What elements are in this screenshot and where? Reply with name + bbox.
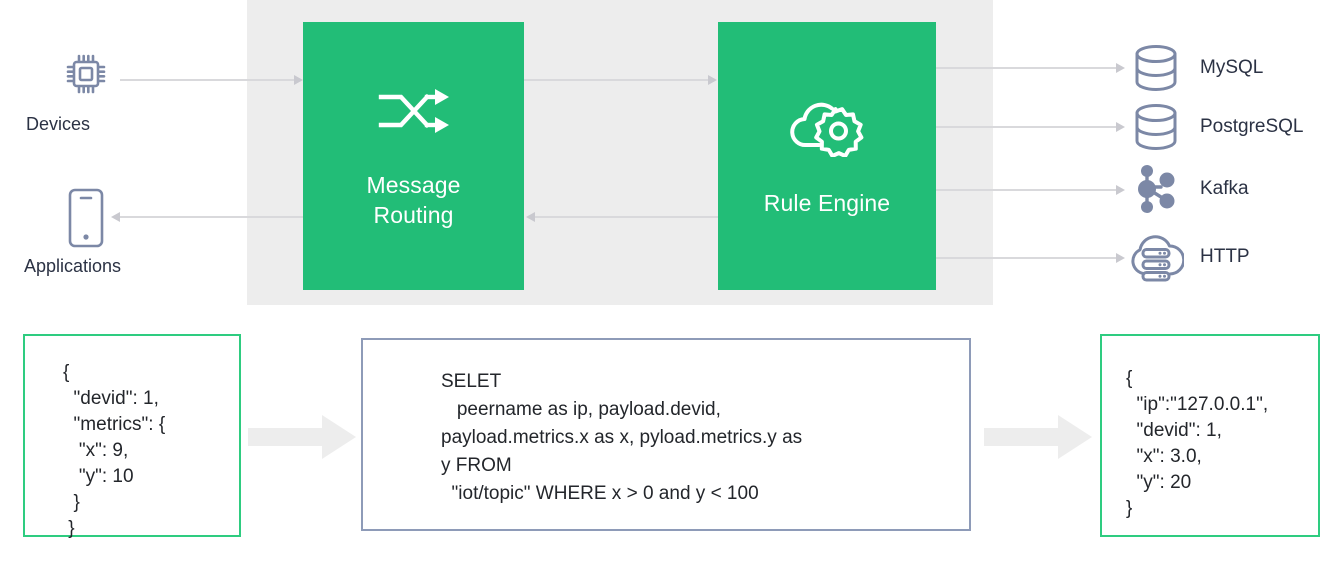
connector-rule-to-kafka xyxy=(936,189,1119,191)
flow-arrow-sql-to-output xyxy=(984,415,1092,464)
destination-label-postgresql: PostgreSQL xyxy=(1200,116,1304,137)
node-message-routing[interactable]: Message Routing xyxy=(303,22,524,290)
connector-routing-to-applications xyxy=(120,216,303,218)
destination-label-mysql: MySQL xyxy=(1200,57,1264,78)
source-label-devices: Devices xyxy=(26,114,91,134)
arrowhead-rule-to-kafka xyxy=(1116,185,1125,195)
node-label-message-routing: Message Routing xyxy=(366,170,460,230)
rule-sql-box[interactable]: SELET peername as ip, payload.devid, pay… xyxy=(361,338,971,531)
arrowhead-routing-to-rule xyxy=(708,75,717,85)
cloud-server-icon xyxy=(1126,229,1186,285)
arrowhead-rule-to-routing xyxy=(526,212,535,222)
rule-sql-code: SELET peername as ip, payload.devid, pay… xyxy=(441,371,803,504)
cpu-chip-icon xyxy=(60,48,112,105)
arrowhead-routing-to-applications xyxy=(111,212,120,222)
database-cylinder-icon xyxy=(1126,99,1186,155)
kafka-nodes-icon xyxy=(1126,161,1186,217)
connector-rule-to-postgresql xyxy=(936,126,1119,128)
input-payload-code: { "devid": 1, "metrics": { "x": 9, "y": … xyxy=(63,362,166,539)
destination-label-kafka: Kafka xyxy=(1200,178,1249,199)
cloud-gear-icon xyxy=(789,95,865,162)
node-label-line1: Message xyxy=(366,171,461,198)
input-payload-box[interactable]: { "devid": 1, "metrics": { "x": 9, "y": … xyxy=(23,334,241,539)
connector-rule-to-http xyxy=(936,257,1119,259)
source-label-applications: Applications xyxy=(24,256,122,276)
arrowhead-devices-to-routing xyxy=(294,75,303,85)
node-label-line2: Routing xyxy=(373,201,454,228)
mobile-phone-icon xyxy=(66,187,106,254)
destination-http[interactable]: HTTP xyxy=(1126,229,1250,285)
connector-rule-to-routing xyxy=(535,216,718,218)
arrowhead-rule-to-http xyxy=(1116,253,1125,263)
connector-devices-to-routing xyxy=(120,79,297,81)
output-payload-box[interactable]: { "ip":"127.0.0.1", "devid": 1, "x": 3.0… xyxy=(1100,334,1320,537)
output-payload-code: { "ip":"127.0.0.1", "devid": 1, "x": 3.0… xyxy=(1126,368,1269,519)
destination-mysql[interactable]: MySQL xyxy=(1126,40,1263,96)
node-label-rule-engine: Rule Engine xyxy=(763,189,891,216)
connector-rule-to-mysql xyxy=(936,67,1119,69)
destination-postgresql[interactable]: PostgreSQL xyxy=(1126,99,1304,155)
shuffle-arrows-icon xyxy=(377,83,451,144)
arrowhead-rule-to-postgresql xyxy=(1116,122,1125,132)
destination-kafka[interactable]: Kafka xyxy=(1126,161,1249,217)
database-cylinder-icon xyxy=(1126,40,1186,96)
node-rule-engine[interactable]: Rule Engine xyxy=(718,22,936,290)
destination-label-http: HTTP xyxy=(1200,246,1250,267)
connector-routing-to-rule xyxy=(524,79,710,81)
flow-arrow-input-to-sql xyxy=(248,415,356,464)
arrowhead-rule-to-mysql xyxy=(1116,63,1125,73)
